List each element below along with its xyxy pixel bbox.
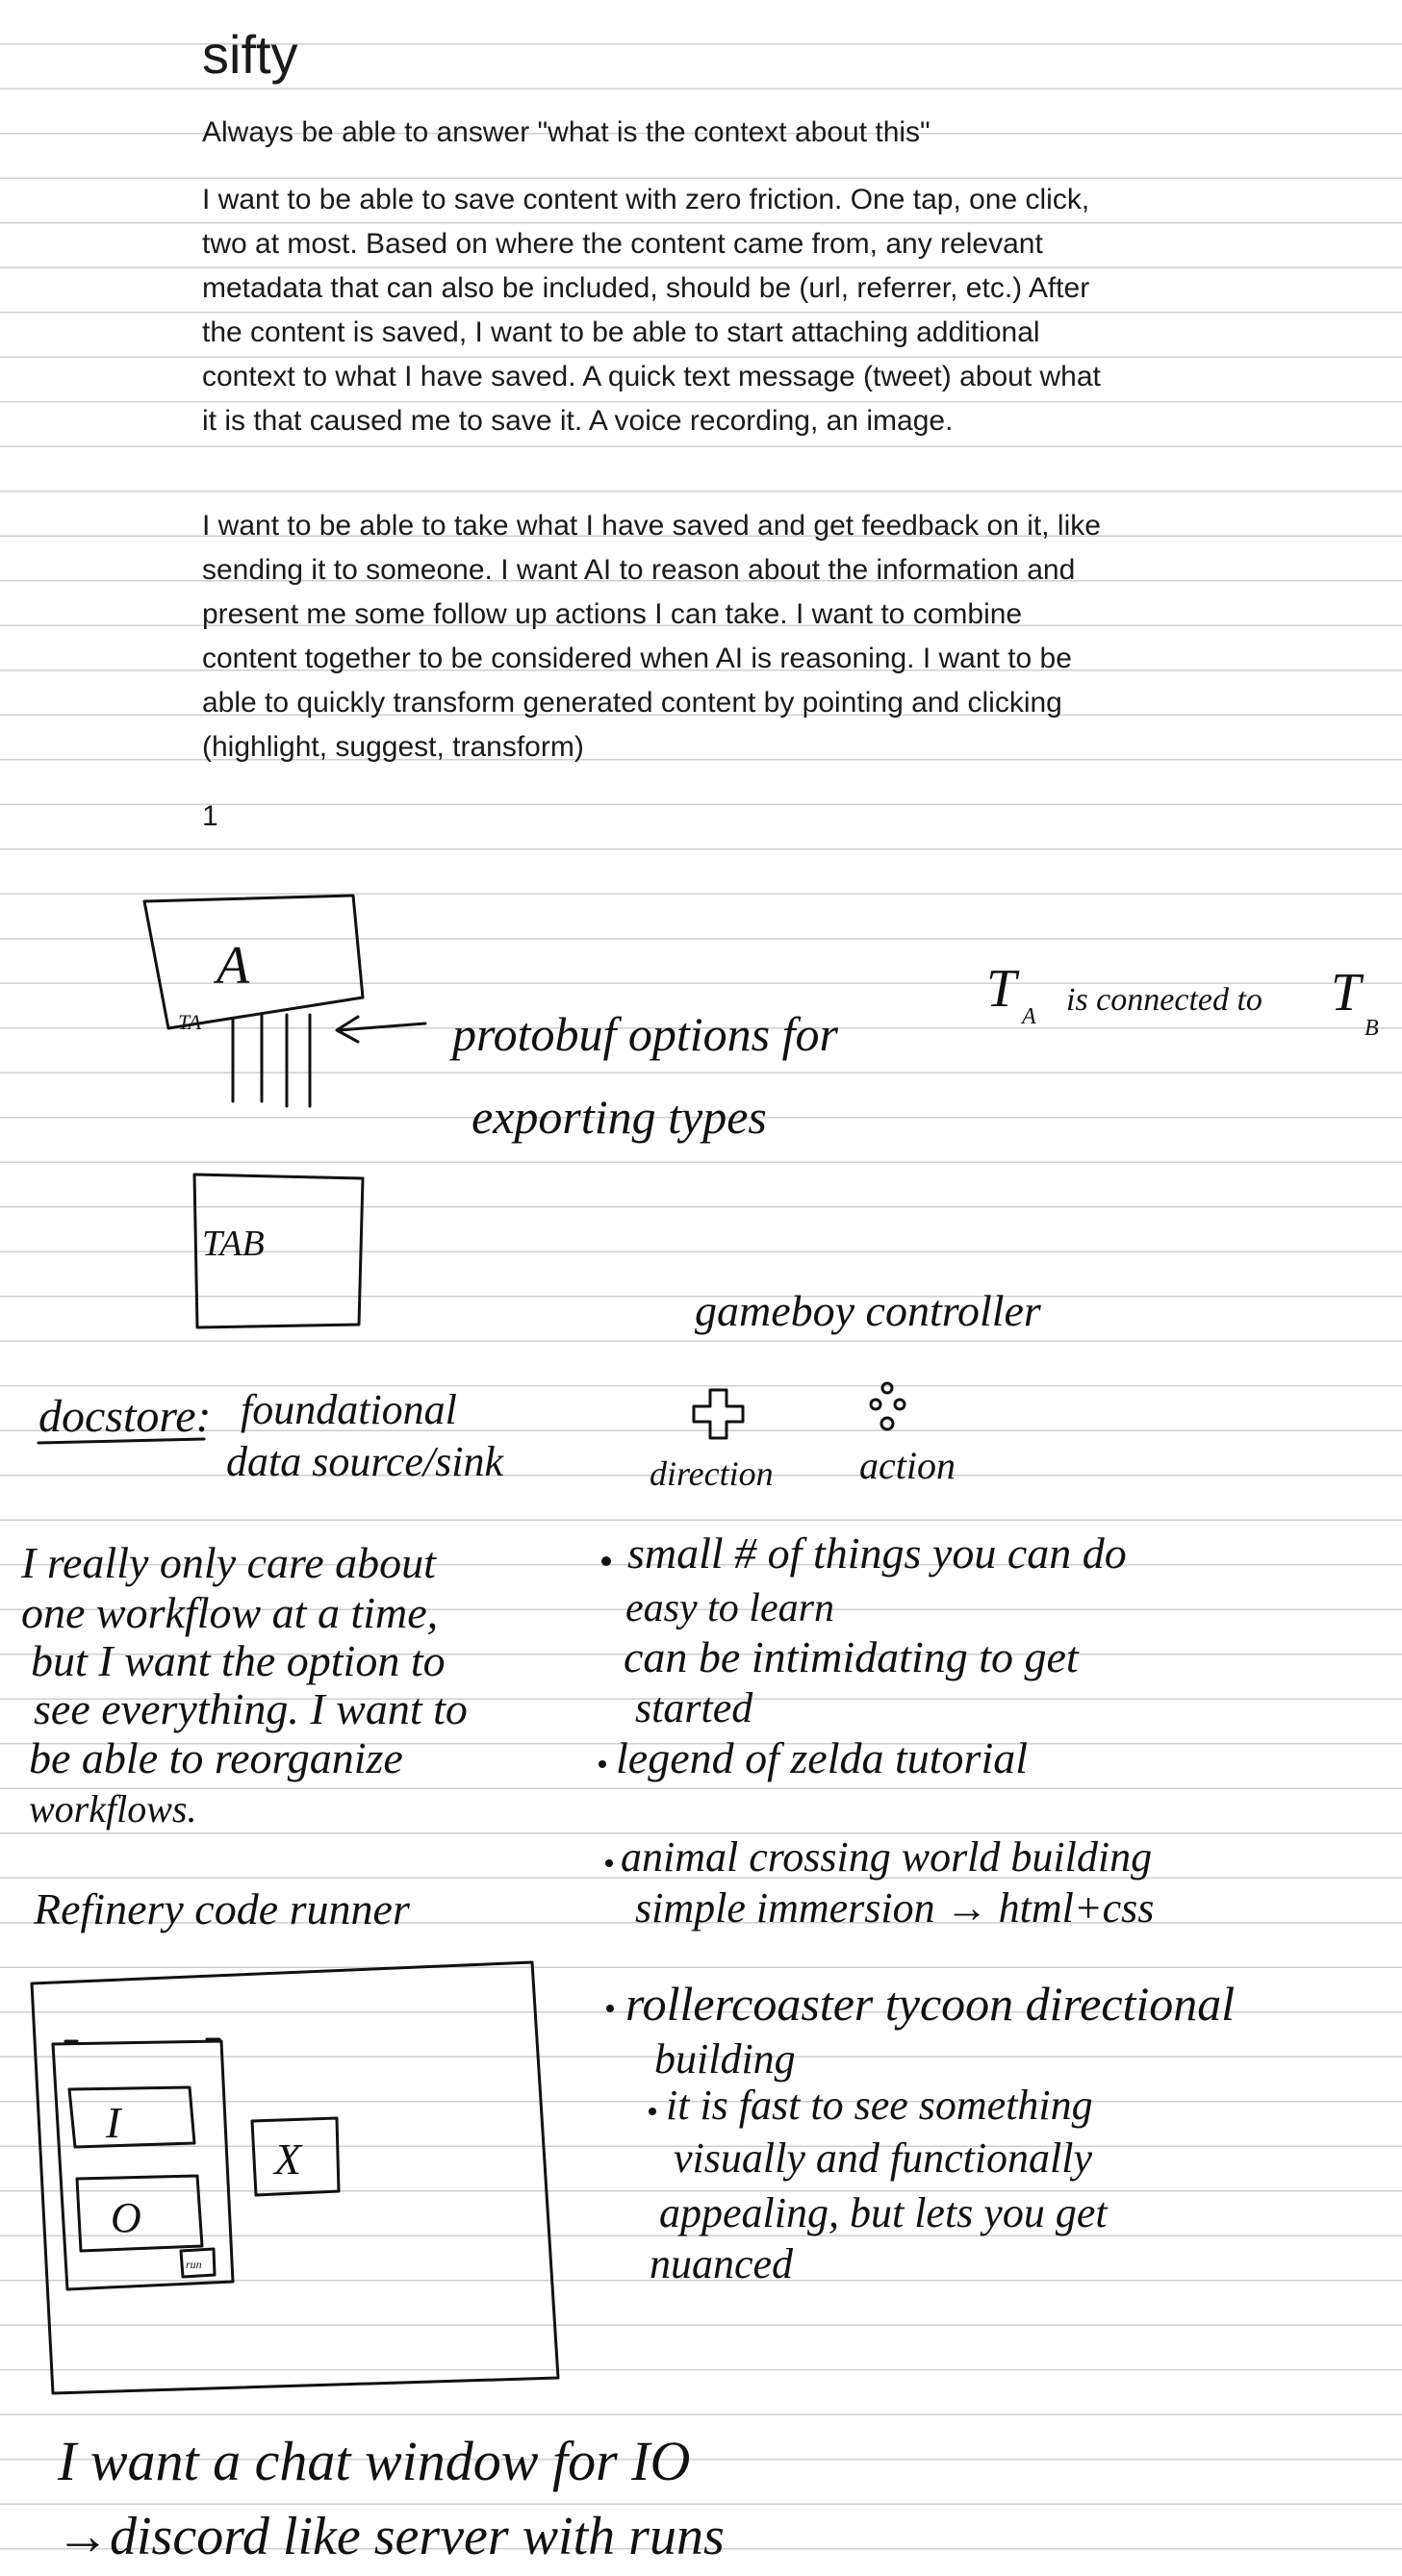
refinery-title: Refinery code runner (33, 1884, 411, 1933)
bullet-notes: small # of things you can do easy to lea… (599, 1528, 1235, 2287)
docstore-term: docstore: (38, 1391, 212, 1442)
box-a (142, 894, 365, 1030)
bullet-dot (649, 2108, 656, 2115)
bullet-line: animal crossing world building (621, 1833, 1152, 1881)
close-box (250, 2116, 341, 2197)
connection-note: T A is connected to T B (986, 959, 1379, 1041)
bullet-line: small # of things you can do (627, 1528, 1127, 1578)
ai-feedback-paragraph: I want to be able to take what I have sa… (202, 510, 1101, 763)
workflow-line: but I want the option to (31, 1636, 446, 1685)
action-label: action (859, 1444, 956, 1487)
connector-lines (231, 1013, 312, 1108)
page-number: 1 (202, 800, 218, 832)
chat-line2: →discord like server with runs (56, 2507, 725, 2566)
bullet-dot (606, 2005, 614, 2012)
diagram-ab: A TA TAB protobuf options for exporting … (142, 894, 839, 1329)
t-a: T (986, 959, 1020, 1019)
arrow-note-line1: protobuf options for (449, 1007, 839, 1061)
run-button (179, 2247, 217, 2279)
bullet-line: started (635, 1684, 753, 1731)
action-buttons-icon (869, 1381, 906, 1431)
bullet-line: appealing, but lets you get (659, 2189, 1109, 2236)
refinery-sketch: Refinery code runner I O run X (30, 1884, 560, 2395)
gameboy-title: gameboy controller (695, 1286, 1042, 1335)
gameboy-sketch: gameboy controller direction action (650, 1286, 1042, 1493)
direction-label: direction (650, 1454, 774, 1493)
sub-b: B (1364, 1016, 1379, 1041)
dpad-icon (692, 1388, 745, 1440)
input-label: I (105, 2098, 123, 2147)
arrow-note-line2: exporting types (472, 1090, 767, 1144)
bullet-dot (601, 1556, 611, 1566)
bullet-line: can be intimidating to get (624, 1632, 1080, 1681)
bullet-line: rollercoaster tycoon directional (625, 1977, 1235, 2031)
workflow-line: workflows. (29, 1787, 196, 1831)
bullet-line: building (654, 2035, 796, 2083)
run-label: run (186, 2258, 202, 2271)
bullet-line: it is fast to see something (666, 2082, 1093, 2129)
box-b (192, 1173, 365, 1329)
page-title: sifty (202, 24, 298, 85)
workflow-line: one workflow at a time, (21, 1588, 438, 1637)
chat-note: I want a chat window for IO →discord lik… (56, 2430, 725, 2566)
output-label: O (111, 2194, 141, 2241)
t-b: T (1331, 963, 1364, 1023)
box-a-label: A (213, 936, 250, 996)
panel-top-mark (64, 2037, 221, 2043)
bullet-line: visually and functionally (674, 2134, 1093, 2182)
connected-text: is connected to (1066, 982, 1262, 1018)
close-label: X (272, 2134, 303, 2184)
output-box (75, 2174, 204, 2253)
docstore-underline (37, 1437, 206, 1445)
bullet-line: simple immersion → html+css (635, 1884, 1154, 1932)
context-paragraph: Always be able to answer "what is the co… (202, 116, 930, 148)
bullet-line: easy to learn (625, 1586, 834, 1630)
refinery-panel (51, 2039, 235, 2291)
sub-a: A (1020, 1004, 1036, 1029)
ta-label: TA (178, 1010, 202, 1034)
chat-line1: I want a chat window for IO (57, 2430, 690, 2492)
refinery-window (30, 1960, 560, 2395)
save-content-paragraph: I want to be able to save content with z… (202, 184, 1101, 437)
workflow-line: I really only care about (20, 1538, 437, 1587)
bullet-dot (599, 1760, 606, 1768)
bullet-dot (605, 1859, 613, 1867)
input-box (67, 2085, 196, 2149)
tb-label: TAB (202, 1224, 265, 1264)
bullet-line: nuanced (650, 2240, 794, 2287)
workflow-line: see everything. I want to (34, 1684, 468, 1733)
workflow-line: be able to reorganize (29, 1733, 403, 1782)
arrow-left (335, 1015, 427, 1044)
workflow-note: I really only care about one workflow at… (20, 1538, 468, 1831)
docstore-line2: data source/sink (226, 1438, 504, 1485)
bullet-line: legend of zelda tutorial (616, 1733, 1028, 1782)
docstore-line1: foundational (241, 1386, 457, 1433)
docstore-note: docstore: foundational data source/sink (37, 1386, 504, 1485)
